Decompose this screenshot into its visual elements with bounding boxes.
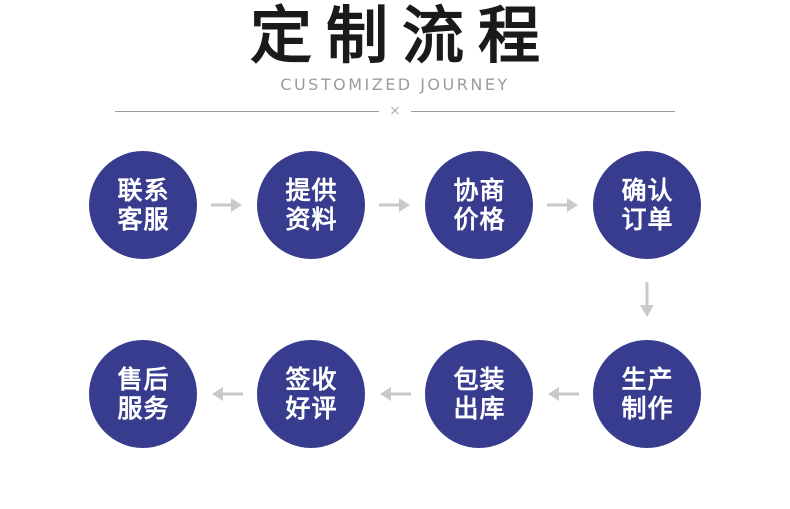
step-label-line: 出库 [453, 394, 506, 423]
step-contact-service: 联系 客服 [89, 151, 197, 259]
arrow-right-icon [197, 197, 257, 213]
step-label-line: 签收 [285, 365, 338, 394]
arrow-left-icon [365, 386, 425, 402]
step-label-line: 生产 [621, 365, 674, 394]
arrow-down-icon [638, 281, 656, 318]
step-label-line: 确认 [621, 176, 674, 205]
divider-line-right [410, 110, 676, 112]
flow-row-top: 联系 客服 提供 资料 协商 价格 确认 订单 [89, 151, 701, 259]
page-title: 定制流程 [249, 0, 554, 72]
step-pack-and-ship: 包装 出库 [425, 340, 533, 448]
arrow-right-icon [533, 197, 593, 213]
arrow-right-icon [365, 197, 425, 213]
step-label-line: 制作 [621, 394, 674, 423]
step-label-line: 售后 [117, 365, 170, 394]
step-label-line: 协商 [453, 176, 506, 205]
header: 定制流程 CUSTOMIZED JOURNEY × [0, 0, 790, 118]
divider-line-left [115, 110, 380, 112]
step-label-line: 资料 [285, 205, 338, 234]
step-label-line: 服务 [117, 394, 170, 423]
step-production: 生产 制作 [593, 340, 701, 448]
step-label-line: 好评 [285, 394, 338, 423]
divider: × [115, 103, 676, 119]
divider-x-icon: × [389, 103, 401, 119]
step-confirm-order: 确认 订单 [593, 151, 701, 259]
step-label-line: 包装 [453, 365, 506, 394]
step-label-line: 联系 [117, 176, 170, 205]
step-label-line: 价格 [453, 205, 506, 234]
step-provide-materials: 提供 资料 [257, 151, 365, 259]
process-flow: 联系 客服 提供 资料 协商 价格 确认 订单 [89, 151, 701, 448]
step-negotiate-price: 协商 价格 [425, 151, 533, 259]
step-label-line: 提供 [285, 176, 338, 205]
step-label-line: 客服 [117, 205, 170, 234]
step-sign-and-review: 签收 好评 [257, 340, 365, 448]
arrow-left-icon [533, 386, 593, 402]
step-after-sales-service: 售后 服务 [89, 340, 197, 448]
page-subtitle: CUSTOMIZED JOURNEY [280, 75, 510, 94]
step-label-line: 订单 [621, 205, 674, 234]
arrow-left-icon [197, 386, 257, 402]
flow-row-bottom: 售后 服务 签收 好评 包装 出库 生产 制作 [89, 340, 701, 448]
flow-turn [89, 259, 701, 340]
